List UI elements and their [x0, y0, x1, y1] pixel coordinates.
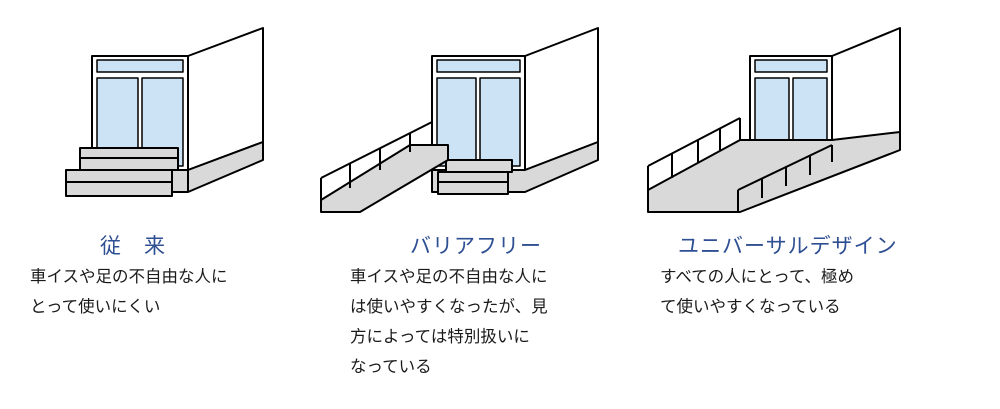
conventional-building-illustration — [65, 27, 264, 197]
panel-title-barrier-free: バリアフリー — [410, 234, 542, 258]
description-line: 車イスや足の不自由な人に — [350, 267, 548, 286]
panel-description-barrier-free: 車イスや足の不自由な人に は使いやすくなったが、見 方によっては特別扱いに なっ… — [350, 262, 548, 382]
description-line: 方によっては特別扱いに — [350, 327, 530, 346]
description-line: は使いやすくなったが、見 — [350, 297, 548, 316]
description-line: なっている — [350, 357, 432, 376]
description-line: て使いやすくなっている — [660, 297, 841, 316]
panel-title-conventional: 従 来 — [100, 234, 166, 258]
illustrations — [65, 27, 901, 213]
description-line: すべての人にとって、極め — [660, 267, 855, 286]
barrier-free-building-illustration — [320, 27, 599, 213]
description-line: 車イスや足の不自由な人に — [30, 267, 228, 286]
panel-description-universal-design: すべての人にとって、極め て使いやすくなっている — [660, 262, 854, 322]
universal-design-building-illustration — [647, 27, 901, 213]
description-line: とって使いにくい — [30, 297, 161, 316]
panel-title-universal-design: ユニバーサルデザイン — [678, 234, 898, 258]
panel-description-conventional: 車イスや足の不自由な人に とって使いにくい — [30, 262, 228, 322]
